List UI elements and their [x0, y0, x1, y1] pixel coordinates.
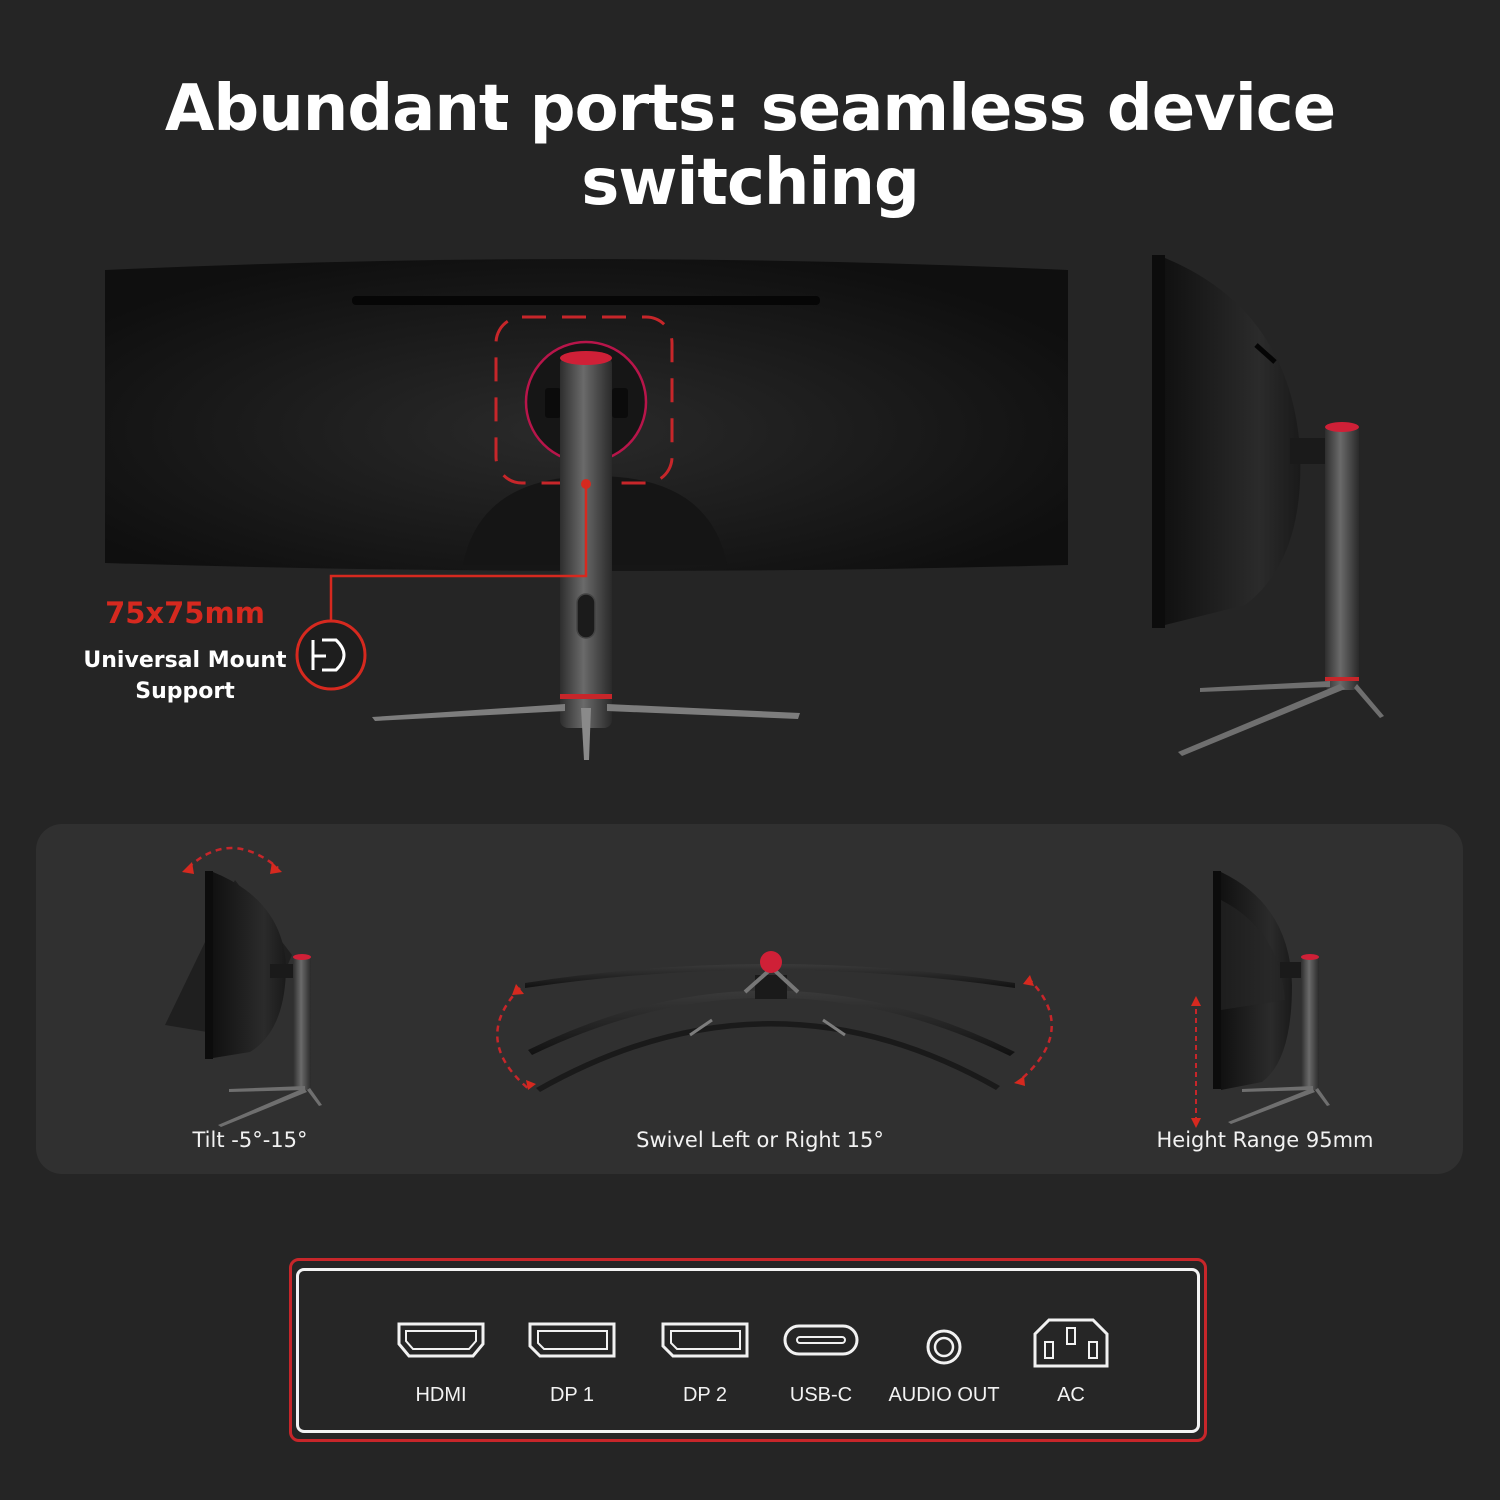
vesa-support-label: Universal Mount Support — [70, 645, 300, 707]
port-ac: AC — [1001, 1316, 1141, 1416]
port-dp1: DP 1 — [502, 1316, 642, 1416]
monitor-rear-view — [105, 259, 1068, 760]
port-dp2: DP 2 — [635, 1316, 775, 1416]
port-hdmi: HDMI — [371, 1316, 511, 1416]
vesa-label-line1: Universal Mount — [83, 648, 287, 673]
vesa-label-line2: Support — [135, 679, 235, 704]
ac-power-icon — [1033, 1318, 1109, 1368]
audio-jack-icon — [926, 1329, 962, 1365]
tilt-arc-icon — [187, 846, 279, 869]
rear-vent-slot — [352, 296, 820, 305]
port-usbc: USB-C — [751, 1316, 891, 1416]
vesa-size-label: 75x75mm — [105, 596, 265, 630]
displayport-icon — [528, 1322, 616, 1358]
ports-panel-border — [289, 1258, 1207, 1442]
usb-c-port-icon — [783, 1324, 859, 1356]
tilt-label: Tilt -5°-15° — [192, 1128, 308, 1152]
port-label: USB-C — [789, 1384, 853, 1406]
port-label: HDMI — [415, 1384, 467, 1406]
height-illustration — [1191, 871, 1330, 1128]
port-label: AUDIO OUT — [888, 1384, 1000, 1406]
port-label: DP 2 — [682, 1384, 728, 1406]
page-title: Abundant ports: seamless device switchin… — [164, 72, 1336, 220]
tilt-illustration — [165, 846, 322, 1127]
port-audio-out: AUDIO OUT — [874, 1316, 1014, 1416]
swivel-illustration — [496, 951, 1053, 1092]
height-label: Height Range 95mm — [1156, 1128, 1374, 1152]
hdmi-port-icon — [397, 1322, 485, 1358]
swivel-arc-icon — [496, 987, 531, 1091]
port-label: DP 1 — [549, 1384, 595, 1406]
vesa-mount-icon — [295, 619, 367, 691]
swivel-label: Swivel Left or Right 15° — [636, 1128, 884, 1152]
displayport-icon — [661, 1322, 749, 1358]
port-label: AC — [1057, 1384, 1085, 1406]
monitor-side-view — [1152, 255, 1384, 756]
